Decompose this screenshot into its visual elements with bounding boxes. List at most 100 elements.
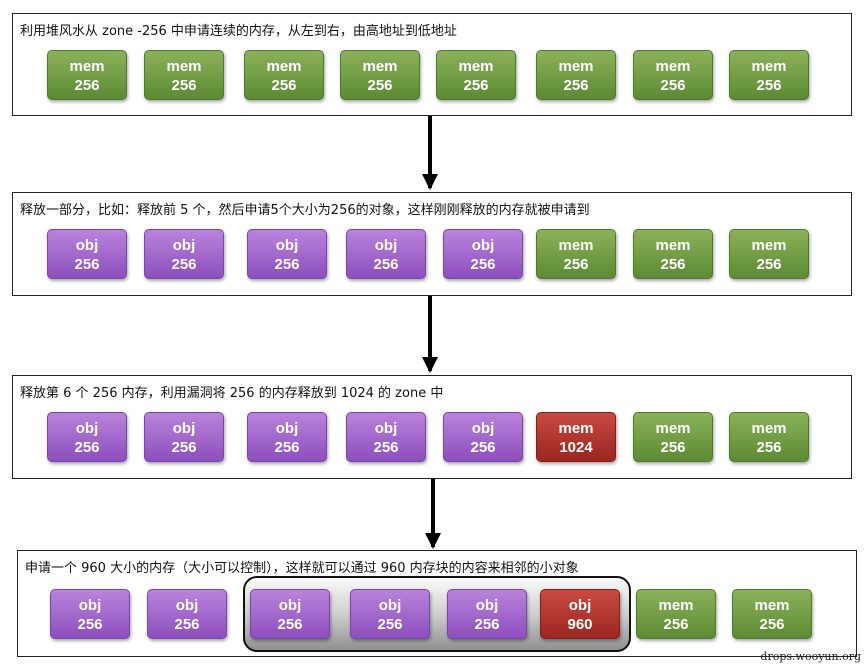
arrow-down-icon [425,479,441,549]
mem-block: mem 256 [47,50,127,100]
obj-block: obj 256 [47,229,127,279]
block-size: 256 [274,256,300,273]
block-size: 256 [474,616,500,633]
block-kind: mem [751,58,787,75]
block-kind: obj [278,597,302,614]
mem-block: mem 256 [633,229,713,279]
mem-block: mem 256 [729,229,809,279]
block-kind: obj [78,597,102,614]
block-kind: obj [471,420,495,437]
block-kind: mem [558,58,594,75]
block-kind: obj [175,597,199,614]
obj-block: obj 256 [250,589,330,639]
obj-block: obj 256 [50,589,130,639]
block-kind: mem [69,58,105,75]
block-size: 256 [759,616,785,633]
block-size: 256 [756,77,782,94]
block-size: 256 [377,616,403,633]
mem-block: mem 256 [636,589,716,639]
mem-block: mem 1024 [536,412,616,462]
block-size: 256 [563,77,589,94]
obj-block: obj 256 [346,229,426,279]
block-kind: obj [475,597,499,614]
mem-block: mem 256 [536,229,616,279]
step-2-title: 释放一部分，比如：释放前 5 个，然后申请5个大小为256的对象，这样刚刚释放的… [20,203,590,218]
block-size: 256 [373,439,399,456]
step-1-panel: 利用堆风水从 zone -256 中申请连续的内存，从左到右，由高地址到低地址 [12,13,852,116]
block-size: 256 [77,616,103,633]
obj-block: obj 256 [247,412,327,462]
block-size: 256 [660,439,686,456]
block-kind: obj [378,597,402,614]
obj-block: obj 256 [443,412,523,462]
mem-block: mem 256 [436,50,516,100]
block-kind: mem [558,237,594,254]
block-kind: obj [568,597,592,614]
mem-block: mem 256 [244,50,324,100]
block-size: 256 [74,77,100,94]
mem-block: mem 256 [732,589,812,639]
step-2-panel: 释放一部分，比如：释放前 5 个，然后申请5个大小为256的对象，这样刚刚释放的… [12,192,852,296]
block-kind: mem [655,420,691,437]
block-kind: obj [172,420,196,437]
block-kind: mem [655,58,691,75]
step-3-panel: 释放第 6 个 256 内存，利用漏洞将 256 的内存释放到 1024 的 z… [12,375,852,479]
block-size: 256 [756,439,782,456]
mem-block: mem 256 [729,50,809,100]
block-size: 256 [660,77,686,94]
block-kind: mem [751,237,787,254]
block-size: 256 [271,77,297,94]
block-size: 256 [663,616,689,633]
block-kind: mem [266,58,302,75]
block-kind: obj [374,420,398,437]
block-size: 256 [74,439,100,456]
block-size: 256 [171,439,197,456]
block-kind: mem [362,58,398,75]
mem-block: mem 256 [340,50,420,100]
block-kind: mem [166,58,202,75]
block-kind: mem [458,58,494,75]
block-kind: obj [172,237,196,254]
block-size: 256 [171,256,197,273]
block-size: 256 [660,256,686,273]
obj-block: obj 256 [447,589,527,639]
obj-block: obj 256 [346,412,426,462]
block-size: 256 [563,256,589,273]
block-kind: obj [275,237,299,254]
block-kind: mem [754,597,790,614]
mem-block: mem 256 [536,50,616,100]
block-size: 256 [470,439,496,456]
block-kind: mem [655,237,691,254]
block-size: 960 [567,616,593,633]
step-4-title: 申请一个 960 大小的内存（大小可以控制），这样就可以通过 960 内存块的内… [25,561,579,576]
obj-block: obj 256 [144,412,224,462]
block-kind: mem [558,420,594,437]
block-size: 256 [463,77,489,94]
obj-block: obj 256 [144,229,224,279]
block-size: 256 [74,256,100,273]
arrow-down-icon [422,296,438,373]
block-size: 256 [277,616,303,633]
obj-block: obj 960 [540,589,620,639]
block-kind: mem [658,597,694,614]
block-kind: obj [374,237,398,254]
mem-block: mem 256 [633,412,713,462]
block-size: 256 [756,256,782,273]
block-size: 1024 [559,439,593,456]
block-kind: mem [751,420,787,437]
watermark: drops.wooyun.org [760,650,861,663]
step-1-title: 利用堆风水从 zone -256 中申请连续的内存，从左到右，由高地址到低地址 [20,24,457,39]
block-size: 256 [367,77,393,94]
block-size: 256 [373,256,399,273]
step-3-title: 释放第 6 个 256 内存，利用漏洞将 256 的内存释放到 1024 的 z… [20,386,444,401]
mem-block: mem 256 [729,412,809,462]
block-size: 256 [274,439,300,456]
mem-block: mem 256 [633,50,713,100]
arrow-down-icon [422,116,438,190]
block-kind: obj [275,420,299,437]
block-kind: obj [75,237,99,254]
block-kind: obj [75,420,99,437]
